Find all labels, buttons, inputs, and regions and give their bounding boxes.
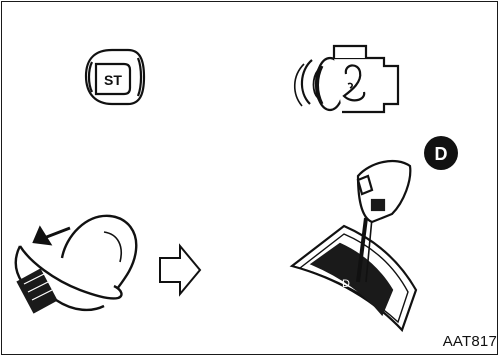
- ignition-key-icon: ST: [84, 48, 146, 106]
- figure-code: AAT817: [442, 333, 497, 350]
- drive-badge-label: D: [435, 144, 448, 164]
- starter-motor-icon: [293, 44, 400, 114]
- next-step-arrow-icon: [159, 243, 202, 297]
- gear-selector-icon: D: [289, 159, 418, 333]
- gate-position-label: D: [342, 278, 350, 290]
- key-position-label: ST: [104, 72, 122, 88]
- foot-on-brake-icon: [14, 214, 138, 314]
- drive-position-badge: D: [424, 136, 458, 170]
